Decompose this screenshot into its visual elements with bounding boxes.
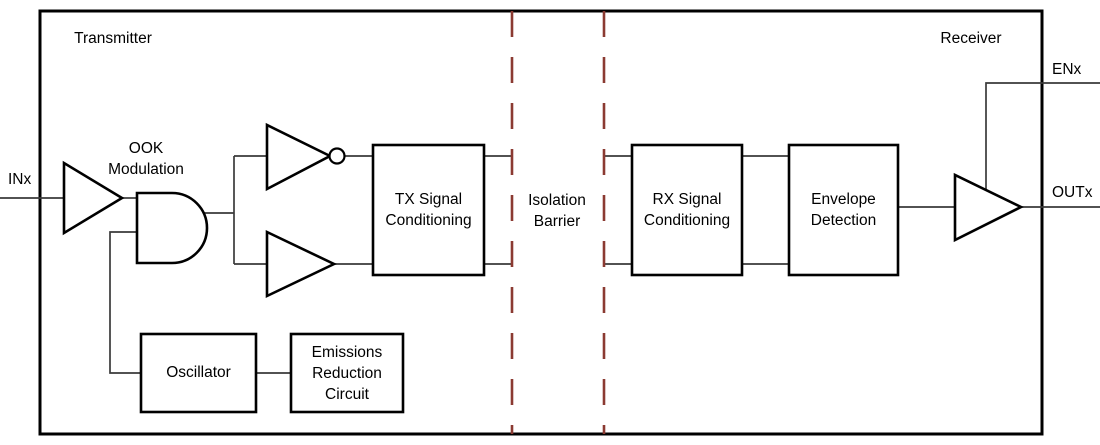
block-rect-rx	[630, 143, 744, 277]
pin-labels: INx ENx OUTx	[8, 61, 1093, 201]
block-label-envelope-line1: Envelope	[811, 191, 876, 208]
pin-label-outx: OUTx	[1052, 184, 1093, 201]
block-label-oscillator: Oscillator	[166, 364, 231, 381]
input-buffer-gate	[62, 160, 125, 236]
block-tx-signal-conditioning: TX Signal Conditioning	[371, 143, 486, 277]
section-labels: Transmitter Receiver	[74, 30, 1001, 47]
block-label-rx-line1: RX Signal	[653, 191, 722, 208]
section-label-transmitter: Transmitter	[74, 30, 152, 47]
block-oscillator: Oscillator	[139, 332, 258, 414]
inverter-bubble-icon	[328, 147, 346, 165]
tx-buffer-gate	[265, 229, 338, 299]
block-label-envelope-line2: Detection	[811, 212, 876, 229]
block-envelope-detection: Envelope Detection	[787, 143, 900, 277]
block-rx-signal-conditioning: RX Signal Conditioning	[630, 143, 744, 277]
functional-blocks: TX Signal Conditioning RX Signal Conditi…	[139, 143, 900, 414]
ook-modulation-label: OOK Modulation	[108, 140, 184, 178]
section-label-receiver: Receiver	[940, 30, 1001, 47]
block-emissions-reduction-circuit: Emissions Reduction Circuit	[289, 332, 405, 414]
wiring	[0, 82, 1100, 374]
output-buffer-gate	[953, 172, 1024, 243]
block-label-emissions-line2: Reduction	[312, 365, 382, 382]
inverter-gate	[265, 122, 333, 192]
block-label-tx-line2: Conditioning	[385, 212, 471, 229]
barrier-label-line1: Isolation	[528, 192, 586, 209]
logic-gates	[62, 122, 1024, 299]
block-label-emissions-line3: Circuit	[325, 386, 370, 403]
pin-label-enx: ENx	[1052, 61, 1082, 78]
block-label-rx-line2: Conditioning	[644, 212, 730, 229]
block-rect-tx	[371, 143, 486, 277]
block-label-tx-line1: TX Signal	[395, 191, 462, 208]
ook-label-line1: OOK	[129, 140, 164, 157]
chip-boundary	[38, 9, 1044, 436]
block-rect-oscillator	[139, 332, 258, 414]
block-rect-emissions	[289, 332, 405, 414]
wire-and-lower-input-feedback	[109, 231, 141, 374]
ook-label-line2: Modulation	[108, 161, 184, 178]
wire-enx-pin	[985, 82, 1100, 190]
barrier-label-line2: Barrier	[534, 213, 581, 230]
block-label-emissions-line1: Emissions	[312, 344, 383, 361]
pin-label-inx: INx	[8, 171, 32, 188]
isolation-barrier: Isolation Barrier	[510, 11, 606, 434]
and-gate-ook-modulator	[135, 191, 209, 265]
block-rect-envelope	[787, 143, 900, 277]
